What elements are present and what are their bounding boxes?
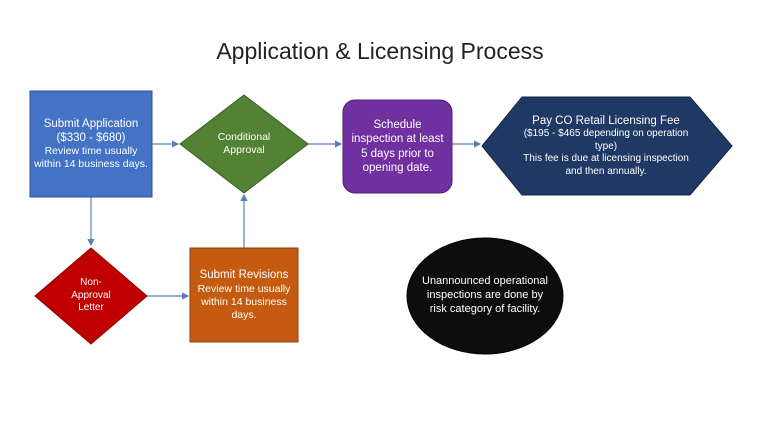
submit-revisions-box — [189, 247, 299, 343]
submit-application-title: Submit Application — [43, 117, 139, 130]
submit-revisions-title: Submit Revisions — [199, 269, 289, 282]
pay-fee-text: Pay CO Retail Licensing Fee ($195 - $465… — [522, 101, 690, 191]
pay-fee-fee: ($195 - $465 depending on operation type… — [523, 128, 689, 152]
conditional-approval-label: Conditional Approval — [217, 130, 271, 156]
submit-application-text: Submit Application ($330 - $680) Review … — [32, 93, 150, 195]
schedule-inspection-text: Schedule inspection at least 5 days prio… — [347, 104, 448, 189]
pay-fee-title: Pay CO Retail Licensing Fee — [532, 114, 680, 127]
unannounced-inspections-label: Unannounced operational inspections are … — [422, 275, 548, 315]
page-title: Application & Licensing Process — [216, 38, 544, 64]
schedule-inspection-box — [342, 99, 453, 194]
conditional-approval-diamond — [179, 94, 309, 194]
pay-fee-hexagon — [481, 96, 733, 196]
submit-application-fee: ($330 - $680) — [56, 131, 126, 144]
submit-application-box — [29, 90, 153, 198]
unannounced-inspections-ellipse — [406, 237, 564, 355]
non-approval-diamond — [34, 247, 148, 345]
submit-revisions-text: Submit Revisions Review time usually wit… — [192, 252, 296, 338]
schedule-inspection-label: Schedule inspection at least 5 days prio… — [351, 118, 444, 174]
submit-revisions-detail: Review time usually within 14 business d… — [197, 282, 291, 321]
pay-fee-detail: This fee is due at licensing inspection … — [523, 153, 689, 177]
conditional-approval-text: Conditional Approval — [208, 124, 280, 164]
non-approval-text: Non-Approval Letter — [62, 276, 120, 316]
submit-application-detail: Review time usually within 14 business d… — [34, 145, 148, 171]
non-approval-label: Non-Approval Letter — [71, 277, 111, 314]
unannounced-inspections-text: Unannounced operational inspections are … — [420, 258, 550, 334]
